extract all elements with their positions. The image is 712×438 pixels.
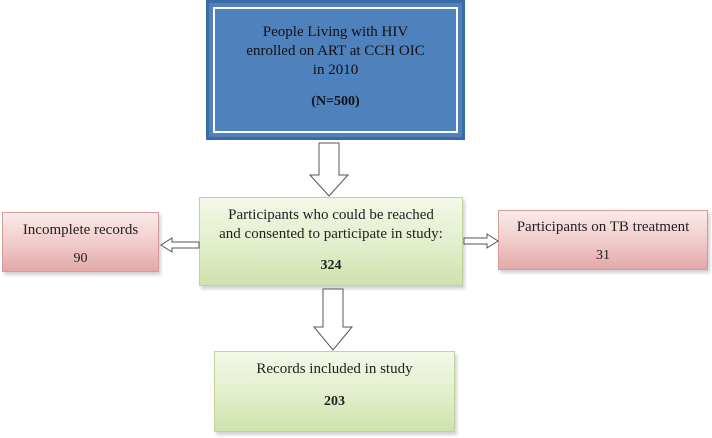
- down-arrow-top: [308, 142, 350, 197]
- reached-line-2: and consented to participate in study:: [219, 226, 443, 242]
- enrolled-count: (N=500): [311, 94, 360, 109]
- right-arrow: [463, 233, 499, 249]
- incomplete-records-box: Incomplete records 90: [2, 212, 159, 272]
- left-arrow: [160, 237, 200, 253]
- reached-count: 324: [320, 258, 342, 273]
- incomplete-records-count: 90: [73, 251, 88, 266]
- incomplete-records-label: Incomplete records: [22, 222, 139, 238]
- down-arrow-bottom: [312, 288, 354, 351]
- tb-treatment-label: Participants on TB treatment: [516, 219, 690, 235]
- included-records-label: Records included in study: [256, 361, 413, 377]
- included-records-count: 203: [324, 394, 345, 409]
- reached-box: Participants who could be reached and co…: [199, 197, 463, 286]
- included-records-box: Records included in study 203: [214, 351, 455, 432]
- tb-treatment-count: 31: [596, 248, 610, 263]
- enrolled-box: People Living with HIV enrolled on ART a…: [206, 0, 465, 140]
- reached-line-1: Participants who could be reached: [228, 207, 434, 223]
- enrolled-box-inner: People Living with HIV enrolled on ART a…: [213, 7, 458, 133]
- enrolled-line-3: in 2010: [312, 62, 359, 78]
- tb-treatment-box: Participants on TB treatment 31: [498, 210, 708, 270]
- enrolled-line-2: enrolled on ART at CCH OIC: [246, 43, 425, 59]
- enrolled-line-1: People Living with HIV: [262, 24, 409, 40]
